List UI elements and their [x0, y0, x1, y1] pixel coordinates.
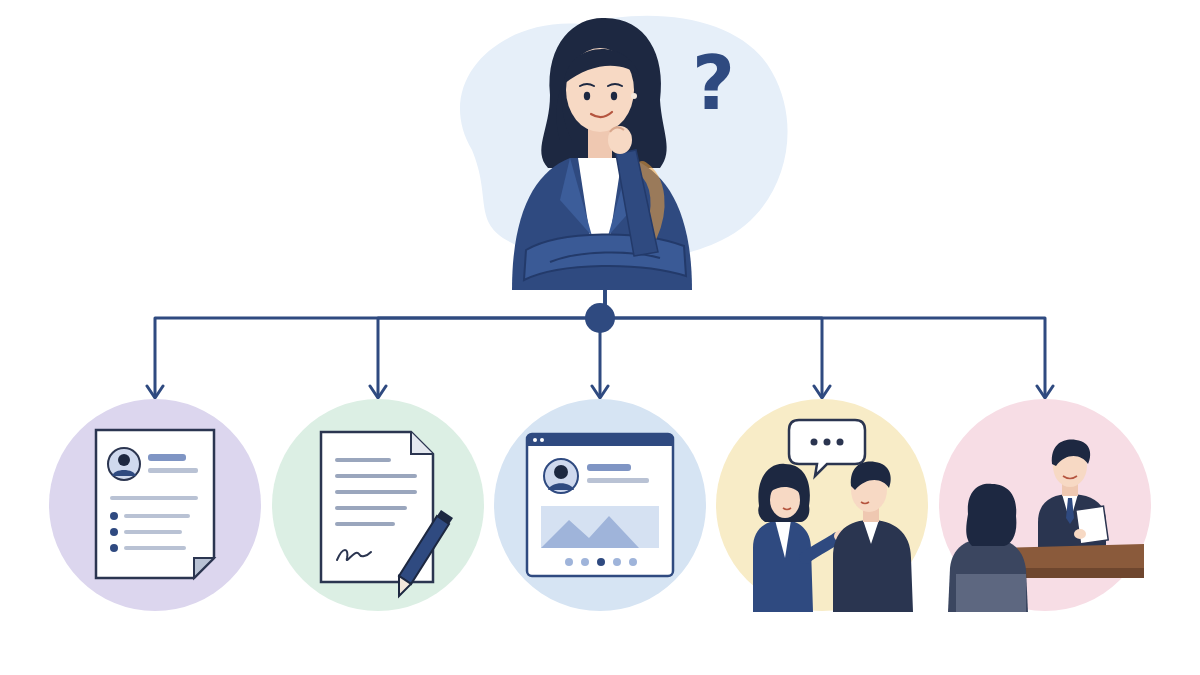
- circle-outline: [939, 399, 1151, 611]
- junction-dot: [585, 303, 615, 333]
- branch-arrow: [605, 290, 1045, 398]
- branch-arrow: [155, 290, 605, 398]
- pen: [399, 510, 453, 596]
- category-circle: [48, 398, 262, 612]
- branch-arrow: [378, 290, 605, 398]
- thought-cloud: ?: [410, 0, 800, 290]
- woman-figure: [512, 18, 692, 290]
- thinking-woman: [410, 0, 800, 290]
- man-listening: [833, 462, 913, 612]
- resume-icon: [48, 398, 262, 612]
- cover-letter-icon: [271, 398, 485, 612]
- browser-window: [527, 434, 673, 576]
- category-circle: [271, 398, 485, 612]
- circle-outline: [716, 399, 928, 611]
- candidate: [948, 484, 1028, 612]
- category-circle: [938, 398, 1152, 612]
- branch-arrow: [605, 290, 822, 398]
- question-mark: ?: [692, 46, 735, 120]
- resume-sheet: [96, 430, 214, 578]
- category-circle: [715, 398, 929, 612]
- circle-outline: [494, 399, 706, 611]
- speech-bubble: [789, 420, 865, 476]
- networking-icon: [715, 398, 929, 612]
- category-circle: [493, 398, 707, 612]
- interview-icon: [938, 398, 1152, 612]
- circle-outline: [272, 399, 484, 611]
- profile-page-icon: [493, 398, 707, 612]
- circle-outline: [49, 399, 261, 611]
